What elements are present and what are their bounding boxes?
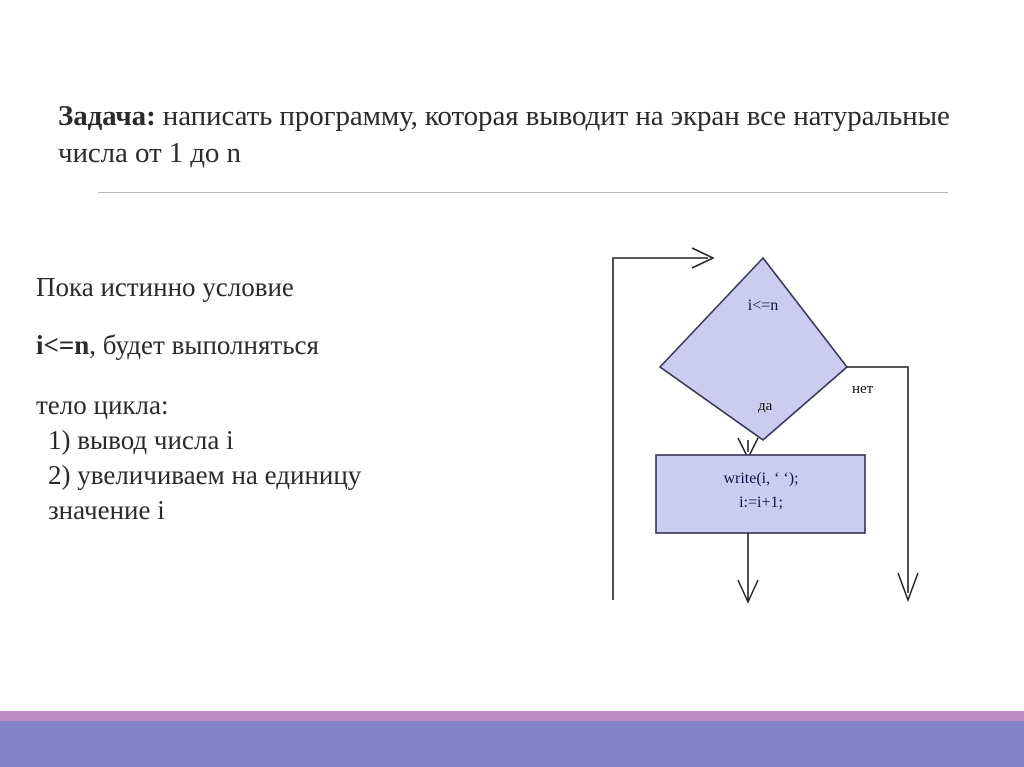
- while-loop-flowchart: i<=n да write(i, ‘ ‘); i:=i+1; нет: [580, 230, 980, 630]
- no-branch-connector: [847, 366, 909, 593]
- decision-diamond: [658, 256, 849, 442]
- body-line-1: Пока истинно условие: [36, 272, 294, 302]
- no-branch-arrowhead: [897, 572, 919, 603]
- footer-accent-stripe: [0, 711, 1024, 721]
- decision-label: i<=n: [748, 297, 779, 314]
- page-title: Задача: написать программу, которая выво…: [58, 98, 958, 172]
- footer-band: [0, 721, 1024, 767]
- condition-emphasis: i<=n: [36, 329, 90, 360]
- process-exit-arrowhead: [737, 579, 759, 604]
- yes-branch-label: да: [758, 398, 773, 414]
- page-title-rest: написать программу, которая выводит на э…: [58, 100, 950, 170]
- loop-back-connector: [612, 257, 708, 600]
- body-text-column: Пока истинно условие i<=n, будет выполня…: [36, 272, 576, 528]
- title-divider: [98, 192, 948, 193]
- process-line-1: write(i, ‘ ‘);: [723, 470, 798, 487]
- body-line-2-rest: , будет выполняться: [89, 329, 319, 360]
- body-line-3: тело цикла:: [36, 389, 169, 420]
- body-line-4: 1) вывод числа i: [48, 424, 234, 455]
- page-title-emphasis: Задача:: [58, 100, 156, 132]
- process-line-2: i:=i+1;: [739, 494, 783, 511]
- body-line-2: i<=n, будет выполняться: [36, 330, 576, 362]
- loop-entry-arrowhead: [691, 247, 715, 269]
- body-line-5: 2) увеличиваем на единицу: [48, 459, 362, 490]
- process-box: [655, 454, 866, 534]
- no-branch-label: нет: [852, 381, 874, 397]
- body-line-6: значение i: [48, 495, 165, 525]
